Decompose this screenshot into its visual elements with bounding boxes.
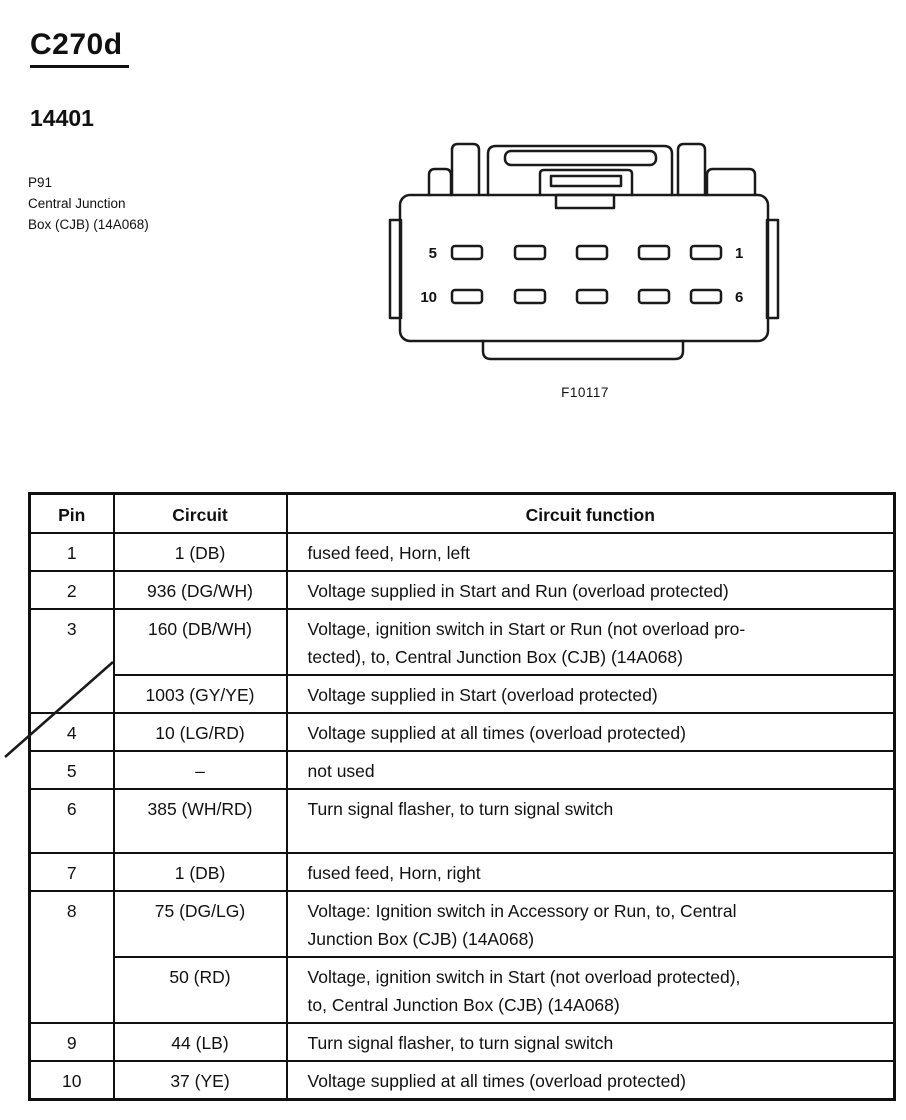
- function-cell: fused feed, Horn, right: [285, 852, 896, 892]
- table-row: 2 936 (DG/WH) Voltage supplied in Start …: [28, 570, 896, 610]
- connector-id: C270d: [30, 28, 129, 68]
- circuit-cell: 1003 (GY/YE): [112, 674, 288, 714]
- function-cell: Turn signal flasher, to turn signal swit…: [285, 788, 896, 854]
- connector-body-detail: [554, 193, 616, 210]
- function-cell: fused feed, Horn, left: [285, 532, 896, 572]
- pin-number-label-1: 1: [735, 245, 743, 262]
- function-cell: Voltage supplied in Start (overload prot…: [285, 674, 896, 714]
- table-row: 5 – not used: [28, 750, 896, 790]
- circuit-cell: 1 (DB): [112, 852, 288, 892]
- connector-latch-block: [486, 144, 674, 197]
- pin-cell: 6: [28, 788, 115, 854]
- circuit-cell: 936 (DG/WH): [112, 570, 288, 610]
- pin-cell: 7: [28, 852, 115, 892]
- connector-latch-inner: [549, 174, 623, 188]
- pin-slot: [637, 244, 671, 261]
- pin-slot: [575, 288, 609, 305]
- table-row: 1 1 (DB) fused feed, Horn, left: [28, 532, 896, 572]
- table-row: 1003 (GY/YE) Voltage supplied in Start (…: [30, 674, 896, 714]
- function-cell: Voltage supplied at all times (overload …: [285, 712, 896, 752]
- connector-top-tab: [450, 142, 481, 197]
- table-row: 8 75 (DG/LG) Voltage: Ignition switch in…: [28, 890, 896, 1024]
- pin-slot: [575, 244, 609, 261]
- component-line-1: P91: [28, 175, 53, 190]
- circuit-cell: 75 (DG/LG): [112, 890, 288, 958]
- pin-slot: [637, 288, 671, 305]
- table-row: 10 37 (YE) Voltage supplied at all times…: [28, 1060, 896, 1101]
- function-cell: Voltage supplied at all times (overload …: [285, 1060, 896, 1101]
- connector-body: [398, 193, 770, 343]
- table-row: 6 385 (WH/RD) Turn signal flasher, to tu…: [28, 788, 896, 854]
- connector-latch-slot: [503, 149, 658, 167]
- connector-latch-tongue: [538, 168, 634, 197]
- component-line-2: Central Junction: [28, 196, 126, 211]
- pin-cell: 9: [28, 1022, 115, 1062]
- pin-cell: 4: [28, 712, 115, 752]
- pin-number-label-5: 5: [429, 245, 437, 262]
- figure-caption: F10117: [561, 385, 609, 400]
- col-header-circuit-function: Circuit function: [285, 492, 896, 534]
- component-label: P91 Central Junction Box (CJB) (14A068): [28, 172, 149, 235]
- table-row: 4 10 (LG/RD) Voltage supplied at all tim…: [28, 712, 896, 752]
- pin-cell: 8: [28, 890, 115, 1024]
- pin-slot: [513, 244, 547, 261]
- pin-slot: [689, 244, 723, 261]
- function-cell: Voltage supplied in Start and Run (overl…: [285, 570, 896, 610]
- circuit-cell: –: [112, 750, 288, 790]
- function-cell: Voltage, ignition switch in Start (not o…: [285, 956, 896, 1024]
- circuit-cell: 44 (LB): [112, 1022, 288, 1062]
- col-header-circuit: Circuit: [112, 492, 288, 534]
- component-line-3: Box (CJB) (14A068): [28, 217, 149, 232]
- pin-slot: [513, 288, 547, 305]
- function-cell: Voltage: Ignition switch in Accessory or…: [285, 890, 896, 958]
- pin-cell: 3: [28, 608, 115, 714]
- table-row: 7 1 (DB) fused feed, Horn, right: [28, 852, 896, 892]
- pin-cell: 1: [28, 532, 115, 572]
- pin-slot: [689, 288, 723, 305]
- col-header-pin: Pin: [28, 492, 115, 534]
- table-row: 9 44 (LB) Turn signal flasher, to turn s…: [28, 1022, 896, 1062]
- page-title: C270d: [30, 28, 129, 68]
- function-cell: not used: [285, 750, 896, 790]
- circuit-cell: 10 (LG/RD): [112, 712, 288, 752]
- connector-diagram: 5 1 10 6: [385, 138, 785, 378]
- pin-cell: 10: [28, 1060, 115, 1101]
- circuit-cell: 160 (DB/WH): [112, 608, 288, 676]
- function-cell: Voltage, ignition switch in Start or Run…: [285, 608, 896, 676]
- pin-cell: 2: [28, 570, 115, 610]
- pin-slot: [450, 288, 484, 305]
- connector-top-tab: [705, 167, 757, 197]
- table-row: 50 (RD) Voltage, ignition switch in Star…: [30, 956, 896, 1024]
- pin-cell: 5: [28, 750, 115, 790]
- function-cell: Turn signal flasher, to turn signal swit…: [285, 1022, 896, 1062]
- circuit-cell: 1 (DB): [112, 532, 288, 572]
- connector-top-tab: [427, 167, 453, 197]
- connector-top-tab: [676, 142, 707, 197]
- table-header-row: Pin Circuit Circuit function: [28, 492, 896, 534]
- pin-number-label-10: 10: [420, 289, 437, 306]
- pin-slot: [450, 244, 484, 261]
- pin-number-label-6: 6: [735, 289, 743, 306]
- circuit-cell: 385 (WH/RD): [112, 788, 288, 854]
- part-number: 14401: [30, 105, 94, 131]
- connector-bottom-tab: [481, 339, 685, 361]
- connector-drawing: 5 1 10 6: [388, 142, 780, 361]
- table-row: 3 160 (DB/WH) Voltage, ignition switch i…: [28, 608, 896, 714]
- circuit-cell: 50 (RD): [112, 956, 288, 1024]
- pinout-table: Pin Circuit Circuit function 1 1 (DB) fu…: [28, 492, 896, 1101]
- circuit-cell: 37 (YE): [112, 1060, 288, 1101]
